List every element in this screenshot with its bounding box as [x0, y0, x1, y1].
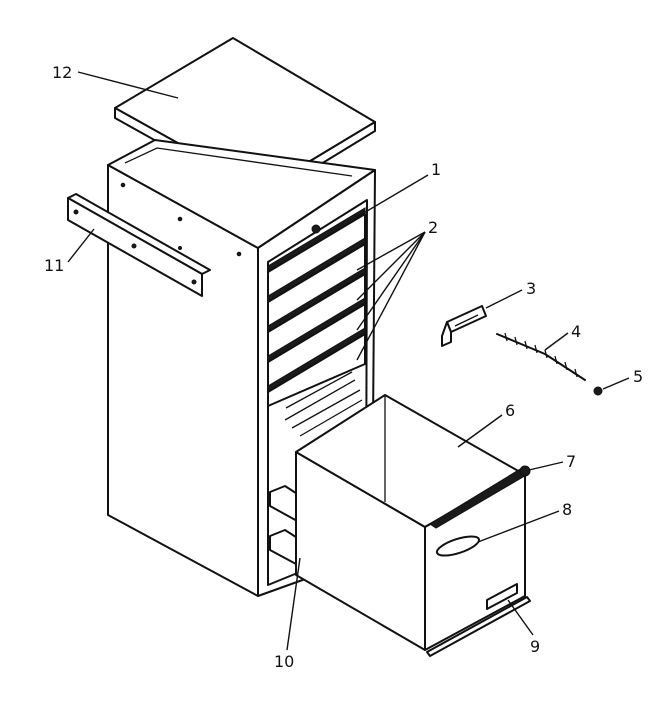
callout-8: 8 — [562, 500, 572, 519]
leader-lines — [67, 71, 630, 651]
drawer-rails — [267, 207, 366, 445]
lock-icon — [311, 224, 321, 234]
callout-7: 7 — [566, 452, 576, 471]
callout-labels: 1 2 3 4 5 6 7 8 9 10 11 12 — [44, 63, 643, 671]
callout-12: 12 — [52, 63, 72, 82]
follower-rod — [496, 332, 586, 381]
callout-4: 4 — [571, 322, 581, 341]
callout-1: 1 — [431, 160, 441, 179]
knob-part — [593, 386, 603, 396]
callout-10: 10 — [274, 652, 294, 671]
callout-3: 3 — [526, 279, 536, 298]
hanging-rail — [67, 193, 211, 297]
bracket-part — [441, 305, 487, 347]
callout-5: 5 — [633, 367, 643, 386]
callout-2: 2 — [428, 218, 438, 237]
callout-9: 9 — [530, 637, 540, 656]
drawer — [295, 394, 531, 657]
callout-11: 11 — [44, 256, 64, 275]
callout-6: 6 — [505, 401, 515, 420]
